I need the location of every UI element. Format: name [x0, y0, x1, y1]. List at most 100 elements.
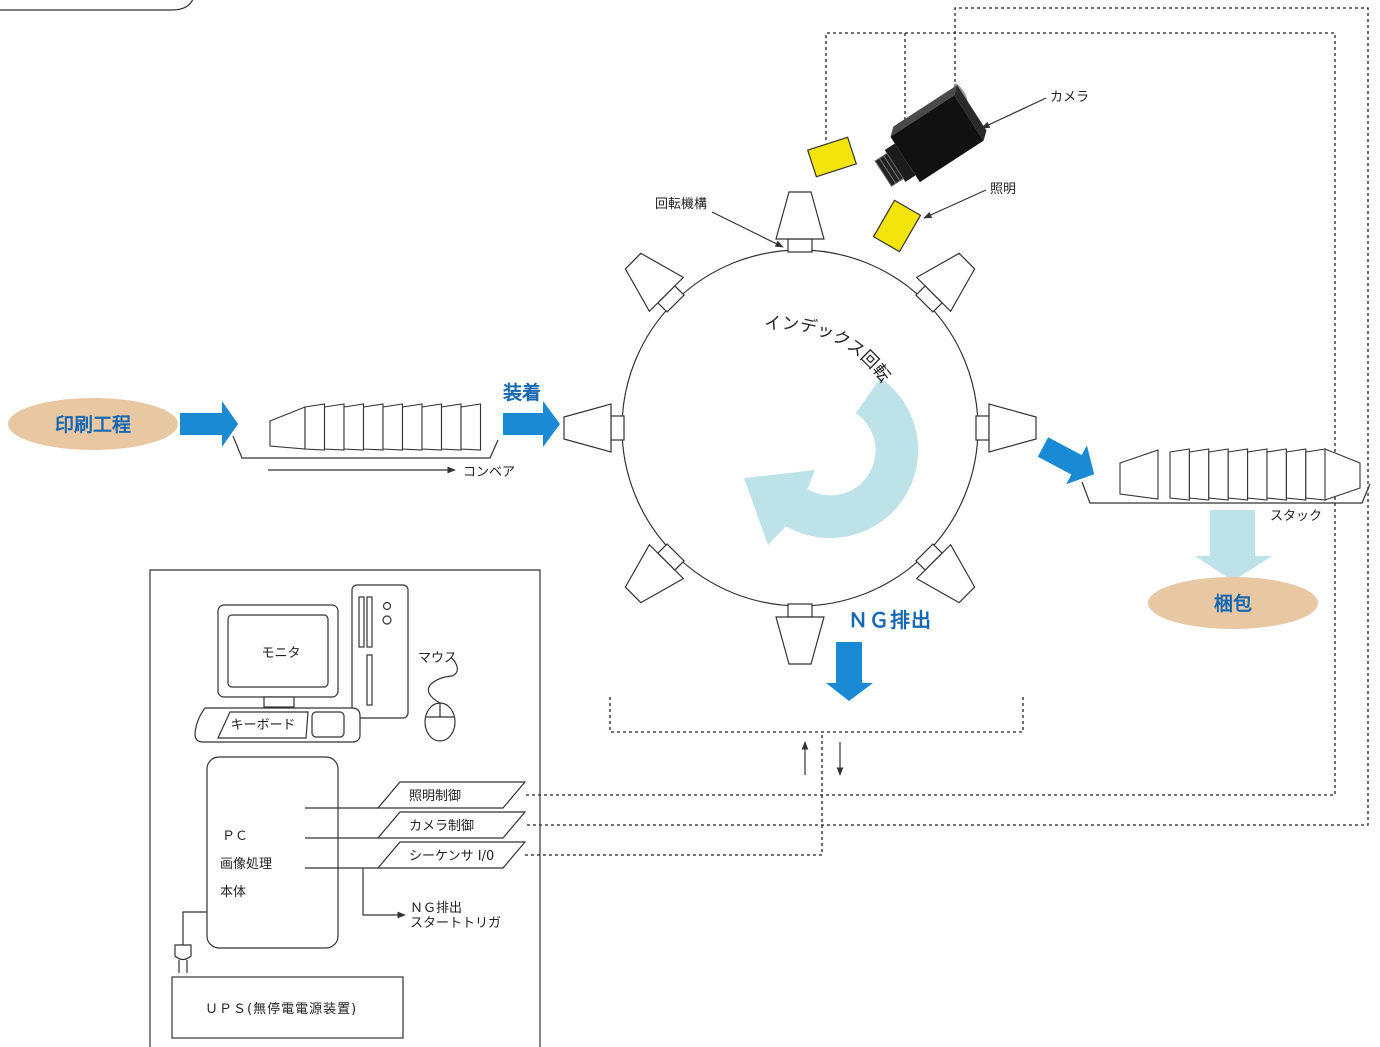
pc-label: ＰＣ	[222, 829, 248, 844]
conveyor-cup	[421, 403, 443, 451]
flow-arrow-to-packing	[1195, 510, 1272, 581]
stack-cup	[1169, 448, 1190, 501]
sequencer-io-label: シーケンサ I/0	[409, 849, 494, 864]
stack-last-cup	[1324, 448, 1361, 501]
ups-label: ＵＰＳ(無停電電源装置)	[205, 1001, 357, 1017]
holder-base	[787, 603, 813, 618]
conveyor-cup	[343, 403, 365, 451]
tower-drive-slot	[358, 596, 365, 648]
ng-trigger-pointer	[362, 868, 406, 919]
conveyor-cup	[440, 403, 462, 451]
camera-top-face	[890, 85, 958, 137]
holder-cup	[915, 252, 976, 313]
camera-pointer	[981, 97, 1047, 129]
stack-first-cup	[1119, 449, 1159, 500]
stack-cup	[1208, 448, 1229, 501]
conveyor-cup	[304, 403, 326, 451]
rotary-holder	[624, 252, 685, 313]
camera-lens	[874, 152, 904, 187]
holder-base	[975, 415, 990, 441]
ng-ejection-label: ＮＧ排出	[848, 608, 932, 632]
keyboard-side-keys	[311, 711, 345, 738]
ng-trigger-label-2: スタートトリガ	[410, 916, 501, 931]
keyboard-main-keys	[217, 711, 309, 739]
conveyor-cup	[362, 403, 384, 451]
pc-body-box	[206, 756, 339, 949]
holder-base	[610, 415, 625, 441]
packing-label: 梱包	[1214, 592, 1252, 615]
rotary-holder	[624, 543, 685, 604]
light-upper	[806, 136, 858, 178]
pc-system-frame	[149, 569, 541, 1047]
stack-cup	[1188, 448, 1210, 501]
lighting-control-label: 照明制御	[409, 789, 461, 804]
rotary-holder	[915, 252, 976, 313]
holder-cup	[775, 191, 825, 240]
monitor-screen	[227, 614, 329, 688]
partial-frame-top-left	[0, 0, 194, 11]
holder-cup	[624, 543, 685, 604]
stack-cup	[1305, 448, 1326, 501]
camera-lens-ring	[878, 158, 897, 184]
monitor-label: モニタ	[261, 646, 300, 661]
camera-control-line	[525, 7, 1369, 826]
ups-box	[171, 976, 404, 1039]
mouse-cable	[427, 661, 458, 704]
rotary-holders	[563, 191, 1037, 665]
flow-arrow-to-conveyor	[180, 401, 238, 447]
holder-cup	[624, 252, 685, 313]
monitor-icon	[217, 604, 339, 708]
holder-cup	[563, 403, 612, 453]
flow-arrow-to-stack	[1037, 437, 1095, 485]
stack-cup	[1285, 448, 1307, 501]
stack-base	[1081, 481, 1371, 504]
stack-cup	[1266, 448, 1287, 501]
image-processing-label: 画像処理	[220, 857, 272, 872]
holder-cup	[915, 543, 976, 604]
conveyor-first-cup	[269, 406, 306, 450]
ng-trigger-label-1: ＮＧ排出	[410, 901, 462, 916]
holder-cup	[775, 616, 825, 665]
lighting-pointer	[923, 189, 987, 219]
keyboard-label: キーボード	[230, 718, 295, 733]
camera-control-label: カメラ制御	[409, 819, 474, 834]
camera-lens-mount	[884, 143, 916, 182]
power-cord	[182, 911, 207, 945]
rotation-mechanism-label: 回転機構	[655, 197, 707, 212]
tower-button	[382, 615, 392, 625]
holder-base	[787, 238, 813, 253]
tower-case	[351, 584, 409, 719]
ng-ejection-arrow	[826, 642, 873, 701]
camera-body	[890, 95, 984, 183]
printing-process-oval	[8, 398, 178, 450]
printing-process-label: 印刷工程	[55, 414, 131, 436]
stack-label: スタック	[1270, 509, 1322, 524]
rotary-holder	[915, 543, 976, 604]
power-plug-icon	[174, 944, 192, 973]
camera-side-face	[954, 85, 987, 141]
camera-control-port	[376, 811, 527, 839]
conveyor-cup	[323, 403, 345, 451]
tower-slot-lower	[366, 654, 373, 706]
index-rotation-arrow	[744, 377, 919, 545]
conveyor-cup	[460, 403, 482, 451]
mouse-label: マウス	[418, 651, 457, 666]
camera-lens-ring	[883, 155, 901, 181]
camera-icon	[874, 85, 987, 187]
mounting-label: 装着	[502, 381, 541, 404]
stack-cups	[1169, 448, 1326, 501]
main-unit-label: 本体	[220, 885, 246, 900]
camera-label: カメラ	[1050, 90, 1089, 105]
rotary-holder	[775, 603, 825, 665]
rotary-holder	[975, 403, 1037, 453]
lighting-label: 照明	[990, 182, 1016, 197]
tower-drive-slot	[366, 596, 373, 648]
packing-oval	[1148, 577, 1318, 629]
rotation-mechanism-pointer	[711, 211, 784, 248]
light-lower	[872, 199, 922, 253]
lighting-control-port	[376, 781, 527, 809]
conveyor-base	[232, 435, 499, 459]
monitor-stand	[263, 696, 295, 708]
holder-cup	[988, 403, 1037, 453]
